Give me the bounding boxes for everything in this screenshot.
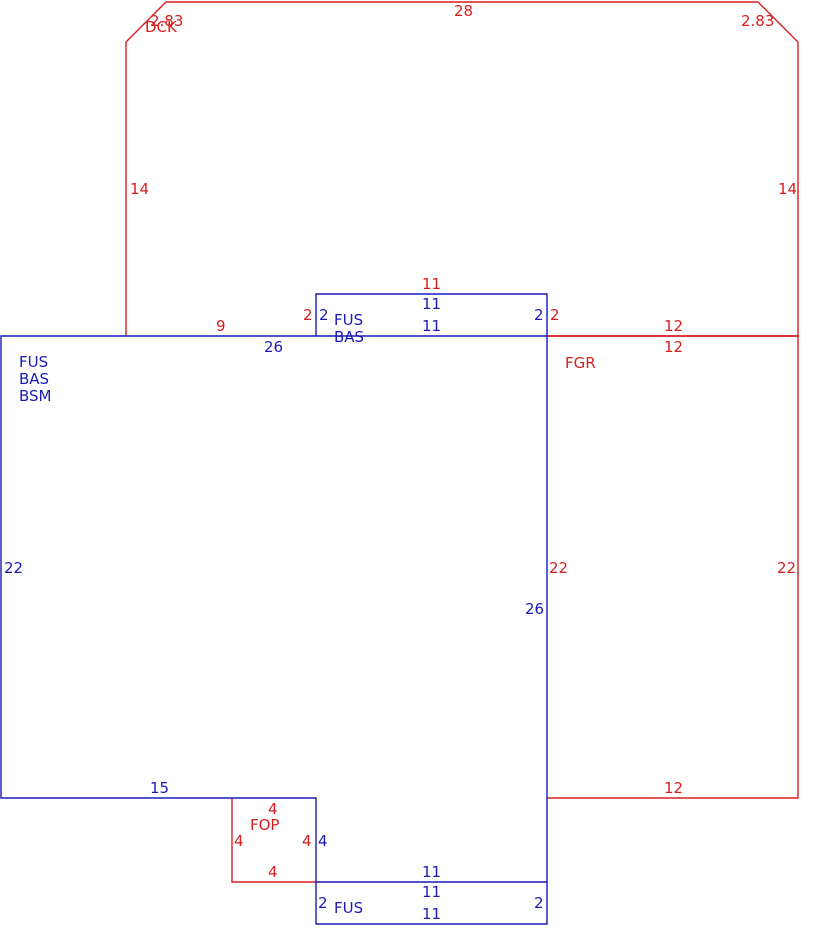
fus-top-code-2: BAS: [334, 328, 364, 346]
dck-outline: [125, 1, 799, 337]
fus-bottom-right-dim: 2: [534, 894, 544, 912]
fop-top-dim: 4: [268, 800, 278, 818]
fgr-code: FGR: [565, 354, 596, 372]
fop-right-dim: 4: [302, 832, 312, 850]
fgr-top-outer-dim: 12: [664, 317, 683, 335]
main-left-dim: 22: [4, 559, 23, 577]
fgr-bottom-dim: 12: [664, 779, 683, 797]
main-right-dim: 26: [525, 600, 544, 618]
fgr-top-inner-dim: 12: [664, 338, 683, 356]
dck-corner-right: 2.83: [741, 12, 774, 30]
fus-bottom-bottom-dim: 11: [422, 905, 441, 923]
fop-bottom-dim: 4: [268, 863, 278, 881]
fop-outline: [231, 798, 316, 883]
main-top-dim: 26: [264, 338, 283, 356]
main-notch-dim: 4: [318, 832, 328, 850]
fus-top-outer-dim: 11: [422, 275, 441, 293]
fop-left-dim: 4: [234, 832, 244, 850]
fus-top-left-outer-dim: 2: [303, 306, 313, 324]
dck-bottom-dim: 9: [216, 317, 226, 335]
fgr-right-dim: 22: [777, 559, 796, 577]
main-bottom-dim: 15: [150, 779, 169, 797]
fus-top-outline: [315, 293, 548, 336]
fgr-left-dim: 22: [549, 559, 568, 577]
fus-bottom-top-outer-dim: 11: [422, 863, 441, 881]
fgr-outline: [547, 335, 799, 799]
dck-right-dim: 14: [778, 180, 797, 198]
fus-top-code-1: FUS: [334, 311, 363, 329]
dck-code: DCK: [145, 18, 178, 36]
main-code-2: BAS: [19, 370, 49, 388]
main-outline: [0, 335, 548, 925]
fus-top-inner-dim: 11: [422, 295, 441, 313]
fus-top-right-outer-dim: 2: [550, 306, 560, 324]
fus-top-bottom-dim: 11: [422, 317, 441, 335]
fop-code: FOP: [250, 816, 279, 834]
dck-top-dim: 28: [454, 2, 473, 20]
fus-top-right-dim: 2: [534, 306, 544, 324]
dck-corner-left: 2.83: [150, 12, 183, 30]
fus-bottom-left-dim: 2: [318, 894, 328, 912]
main-code-3: BSM: [19, 387, 52, 405]
fus-top-left-dim: 2: [319, 306, 329, 324]
dck-left-dim: 14: [130, 180, 149, 198]
fus-bottom-top-inner-dim: 11: [422, 883, 441, 901]
fus-bottom-code: FUS: [334, 899, 363, 917]
main-code-1: FUS: [19, 353, 48, 371]
